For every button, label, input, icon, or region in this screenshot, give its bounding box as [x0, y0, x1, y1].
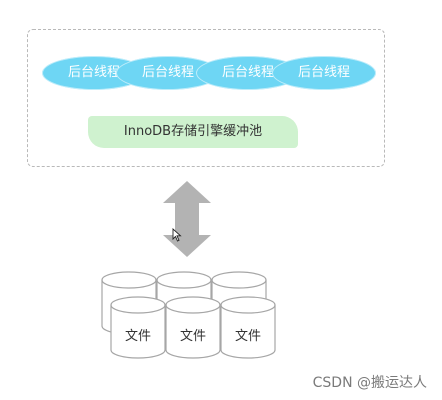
- mouse-cursor-icon: [172, 228, 182, 242]
- data-files-group: [101, 271, 276, 359]
- file-label-1: 文件: [124, 329, 151, 344]
- bidirectional-arrow-icon: [163, 181, 211, 257]
- innodb-frame: [27, 29, 385, 167]
- file-label-2: 文件: [179, 329, 206, 344]
- background-thread-4: 后台线程: [272, 56, 376, 90]
- innodb-buffer-pool: InnoDB存储引擎缓冲池: [88, 116, 298, 148]
- disk-front-1: [110, 296, 166, 359]
- watermark: CSDN @搬运达人: [312, 375, 427, 391]
- disk-front-2: [165, 296, 221, 359]
- file-label-3: 文件: [234, 329, 261, 344]
- disk-front-3: [220, 296, 276, 359]
